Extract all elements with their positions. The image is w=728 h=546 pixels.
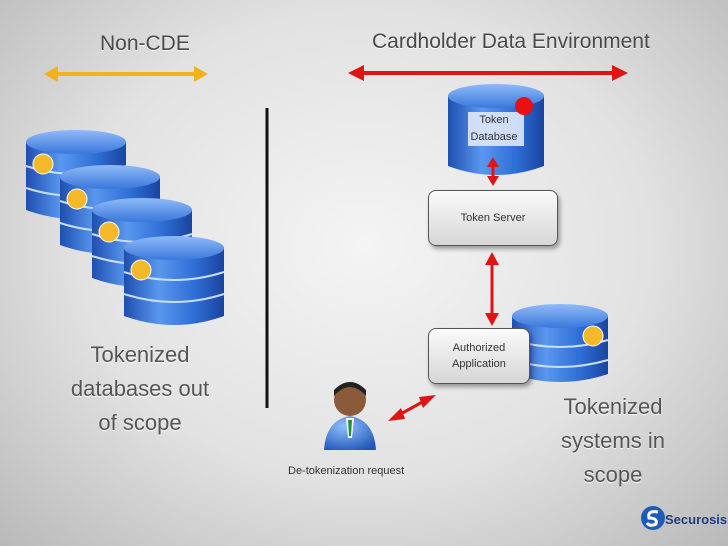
cde-arrow: [348, 65, 628, 81]
left-caption-line2: databases out: [70, 376, 210, 401]
authorized-application-line1: Authorized: [452, 342, 506, 354]
token-server-box: Token Server: [428, 190, 558, 246]
token-database-label-line2: Database: [470, 131, 518, 143]
securosis-logo-icon: [641, 506, 665, 530]
right-caption: Tokenized systems in scope: [540, 390, 686, 492]
token-database-icon: [448, 84, 544, 175]
left-caption: Tokenized databases out of scope: [60, 338, 220, 440]
securosis-logo-text: Securosis: [665, 512, 728, 527]
right-caption-line3: scope: [583, 462, 643, 487]
user-icon: [324, 382, 376, 450]
authorized-application-box: Authorized Application: [428, 328, 530, 384]
cde-label: Cardholder Data Environment: [372, 30, 650, 53]
detokenization-request-label: De-tokenization request: [288, 465, 405, 477]
token-server-label: Token Server: [460, 212, 526, 224]
right-caption-line2: systems in: [561, 428, 665, 453]
db-to-server-arrow: [487, 157, 499, 186]
non-cde-label: Non-CDE: [100, 32, 190, 55]
database-icon: [123, 236, 225, 325]
authorized-application-line2: Application: [452, 358, 506, 370]
non-cde-arrow: [44, 66, 208, 82]
server-to-app-arrow: [485, 252, 499, 326]
user-to-app-arrow: [388, 395, 436, 421]
tokenized-system-database-icon: [511, 304, 609, 382]
token-database-label: Token Database: [466, 112, 522, 146]
left-caption-line1: Tokenized: [90, 342, 190, 367]
left-caption-line3: of scope: [98, 410, 182, 435]
right-caption-line1: Tokenized: [563, 394, 663, 419]
token-database-label-line1: Token: [479, 114, 509, 126]
